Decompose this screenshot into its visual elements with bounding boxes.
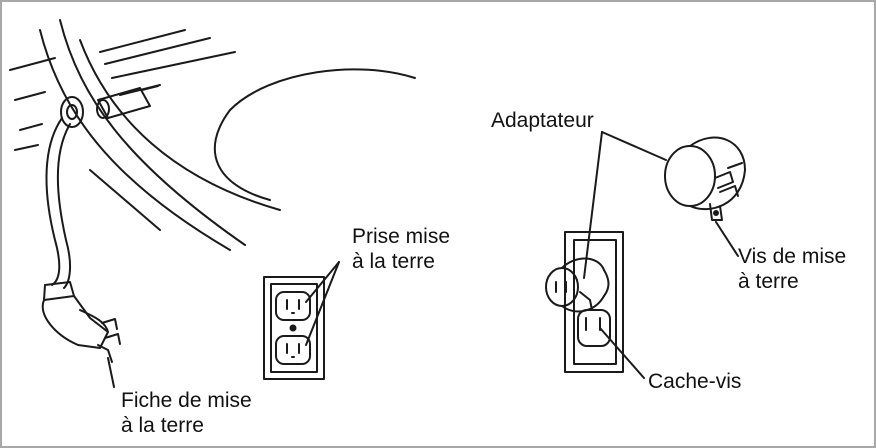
leader-adaptateur <box>583 131 667 279</box>
leader-fiche <box>107 357 115 388</box>
leader-cache <box>599 327 645 379</box>
label-fiche-line2: à la terre <box>121 414 204 437</box>
label-prise-line2: à la terre <box>352 250 435 273</box>
label-vis-line1: Vis de mise <box>738 245 847 268</box>
adapter-plugged-in <box>545 257 610 313</box>
label-cache-vis-text: Cache-vis <box>648 370 742 393</box>
label-fiche-line1: Fiche de mise <box>121 389 252 412</box>
leader-prise <box>305 261 340 346</box>
label-cache-vis: Cache-vis <box>648 369 741 394</box>
label-fiche-de-mise-a-la-terre: Fiche de mise à la terre <box>121 388 252 438</box>
wall-outlet-with-adapter <box>564 231 624 373</box>
label-prise-mise-a-la-terre: Prise mise à la terre <box>352 224 450 274</box>
adapter-illustration <box>664 136 746 221</box>
grounded-plug-illustration <box>41 281 121 363</box>
label-vis-de-mise-a-terre: Vis de mise à terre <box>738 244 846 294</box>
power-cord <box>45 117 72 289</box>
label-prise-line1: Prise mise <box>352 225 451 248</box>
appliance-illustration <box>9 19 416 251</box>
label-adaptateur: Adaptateur <box>491 108 594 133</box>
label-vis-line2: à terre <box>738 270 799 293</box>
grounded-outlet-illustration <box>263 276 325 380</box>
label-adaptateur-text: Adaptateur <box>491 109 594 132</box>
leader-vis <box>715 221 739 257</box>
